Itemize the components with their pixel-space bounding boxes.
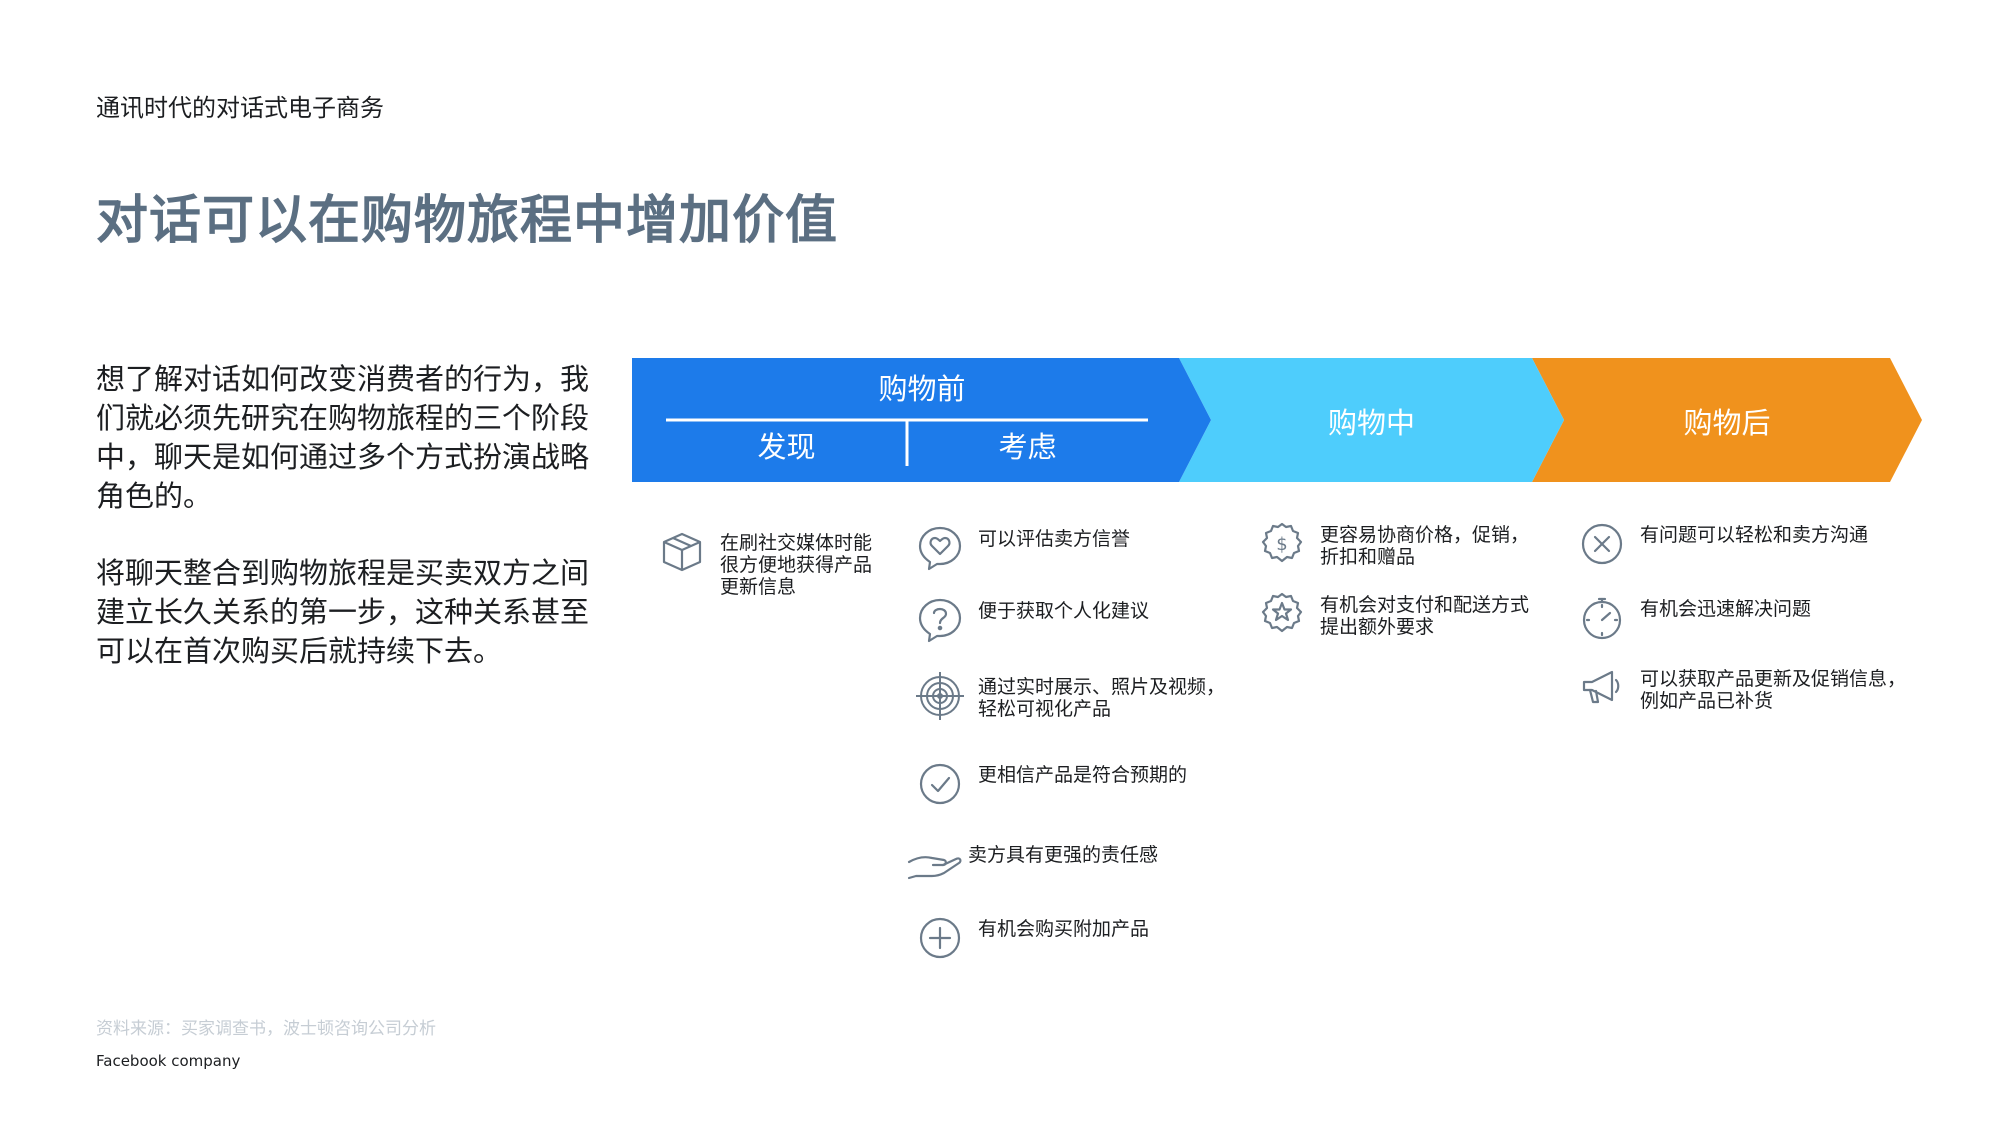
list-item: 更相信产品是符合预期的 xyxy=(916,760,1236,808)
source-note: 资料来源：买家调查书，波士顿咨询公司分析 xyxy=(96,1019,436,1039)
list-item: $ 更容易协商价格，促销，折扣和赠品 xyxy=(1258,520,1543,568)
list-item: 通过实时展示、照片及视频，轻松可视化产品 xyxy=(916,672,1236,720)
stage-during-arrow xyxy=(1179,358,1564,482)
item-text: 可以获取产品更新及促销信息，例如产品已补货 xyxy=(1640,668,1907,712)
checkmark-circle-icon xyxy=(916,760,964,808)
list-item: 有机会对支付和配送方式提出额外要求 xyxy=(1258,590,1543,638)
open-hand-icon xyxy=(906,840,964,888)
item-text: 在刷社交媒体时能很方便地获得产品更新信息 xyxy=(720,532,873,598)
item-text: 更容易协商价格，促销，折扣和赠品 xyxy=(1320,524,1530,568)
item-text: 有机会迅速解决问题 xyxy=(1640,598,1812,620)
list-item: 在刷社交媒体时能很方便地获得产品更新信息 xyxy=(658,528,873,598)
list-item: 有机会迅速解决问题 xyxy=(1578,594,1918,642)
megaphone-icon xyxy=(1578,664,1626,712)
intro-paragraph-1: 想了解对话如何改变消费者的行为，我们就必须先研究在购物旅程的三个阶段中，聊天是如… xyxy=(96,362,590,513)
page-title: 对话可以在购物旅程中增加价值 xyxy=(96,191,839,251)
stage-after-label: 购物后 xyxy=(1683,406,1771,440)
header-subtitle: 通讯时代的对话式电子商务 xyxy=(96,94,384,122)
intro-paragraph-2: 将聊天整合到购物旅程是买卖双方之间建立长久关系的第一步，这种关系甚至可以在首次购… xyxy=(96,556,590,668)
journey-banner: 购物前 发现 考虑 购物中 购物后 xyxy=(632,358,1922,482)
list-item: 可以评估卖方信誉 xyxy=(916,524,1236,572)
item-text: 有问题可以轻松和卖方沟通 xyxy=(1640,524,1869,546)
item-text: 有机会对支付和配送方式提出额外要求 xyxy=(1320,594,1530,638)
stage-before-consider-label: 考虑 xyxy=(998,430,1057,464)
stopwatch-icon xyxy=(1578,594,1626,642)
item-text: 卖方具有更强的责任感 xyxy=(968,844,1159,866)
target-icon xyxy=(916,672,964,720)
box-icon xyxy=(658,528,706,576)
star-badge-icon xyxy=(1258,590,1306,638)
plus-circle-icon xyxy=(916,914,964,962)
journey-arrows xyxy=(632,358,1922,482)
list-item: 可以获取产品更新及促销信息，例如产品已补货 xyxy=(1578,664,1918,712)
item-text: 通过实时展示、照片及视频，轻松可视化产品 xyxy=(978,676,1226,720)
item-text: 便于获取个人化建议 xyxy=(978,600,1150,622)
intro-text: 想了解对话如何改变消费者的行为，我们就必须先研究在购物旅程的三个阶段中，聊天是如… xyxy=(96,360,611,709)
list-item: 有机会购买附加产品 xyxy=(916,914,1236,962)
dollar-badge-icon: $ xyxy=(1258,520,1306,568)
item-text: 更相信产品是符合预期的 xyxy=(978,764,1188,786)
item-text: 可以评估卖方信誉 xyxy=(978,528,1131,550)
list-item: 便于获取个人化建议 xyxy=(916,596,1236,644)
stage-before-discover-label: 发现 xyxy=(757,430,816,464)
svg-text:$: $ xyxy=(1276,534,1287,555)
question-bubble-icon xyxy=(916,596,964,644)
heart-bubble-icon xyxy=(916,524,964,572)
list-item: 卖方具有更强的责任感 xyxy=(906,840,1236,888)
list-item: 有问题可以轻松和卖方沟通 xyxy=(1578,520,1918,568)
stage-before-label: 购物前 xyxy=(878,372,966,406)
item-text: 有机会购买附加产品 xyxy=(978,918,1150,940)
stage-after-arrow xyxy=(1532,358,1922,482)
stage-during-label: 购物中 xyxy=(1327,406,1415,440)
footer-brand: Facebook company xyxy=(96,1052,241,1070)
x-circle-icon xyxy=(1578,520,1626,568)
